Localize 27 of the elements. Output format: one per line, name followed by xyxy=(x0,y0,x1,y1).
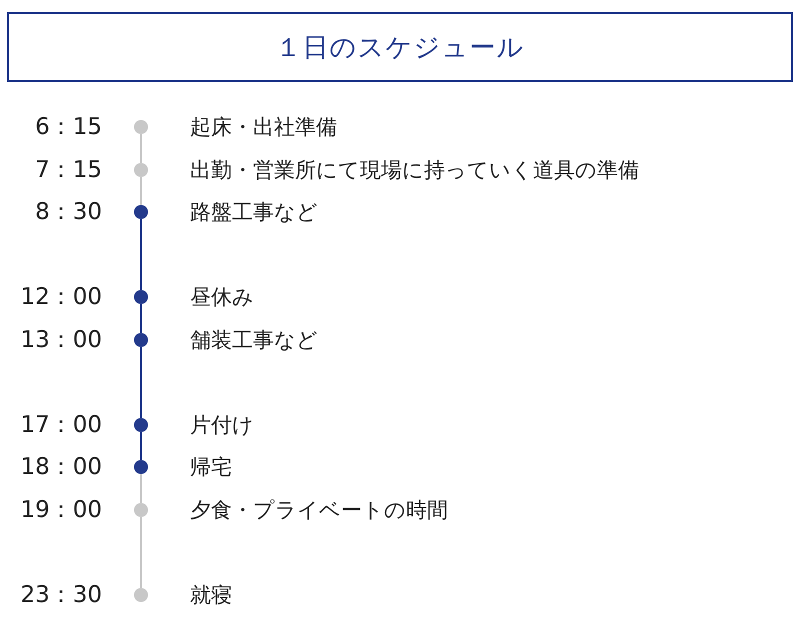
timeline-line xyxy=(140,517,142,588)
timeline-line xyxy=(140,347,142,418)
time-label: 23：30 xyxy=(20,582,102,608)
activity-label: 片付け xyxy=(190,412,254,438)
timeline-line xyxy=(140,432,142,460)
time-label: 18：00 xyxy=(20,454,102,480)
activity-label: 帰宅 xyxy=(190,454,232,480)
time-label: 13：00 xyxy=(20,327,102,353)
timeline-line xyxy=(140,177,142,205)
timeline-line xyxy=(140,134,142,163)
timeline-line xyxy=(140,304,142,333)
time-label: 7：15 xyxy=(35,157,102,183)
activity-label: 昼休み xyxy=(190,284,254,310)
time-label: 17：00 xyxy=(20,412,102,438)
activity-label: 起床・出社準備 xyxy=(190,114,337,140)
title-box: １日のスケジュール xyxy=(7,12,793,82)
timeline-line xyxy=(140,474,142,503)
time-label: 12：00 xyxy=(20,284,102,310)
time-label: 8：30 xyxy=(35,199,102,225)
activity-label: 舗装工事など xyxy=(190,327,318,353)
activity-label: 出勤・営業所にて現場に持っていく道具の準備 xyxy=(190,157,639,183)
activity-label: 就寝 xyxy=(190,582,232,608)
timeline-line xyxy=(140,219,142,290)
time-label: 6：15 xyxy=(35,114,102,140)
activity-label: 路盤工事など xyxy=(190,199,318,225)
activity-label: 夕食・プライベートの時間 xyxy=(190,497,448,523)
time-label: 19：00 xyxy=(20,497,102,523)
